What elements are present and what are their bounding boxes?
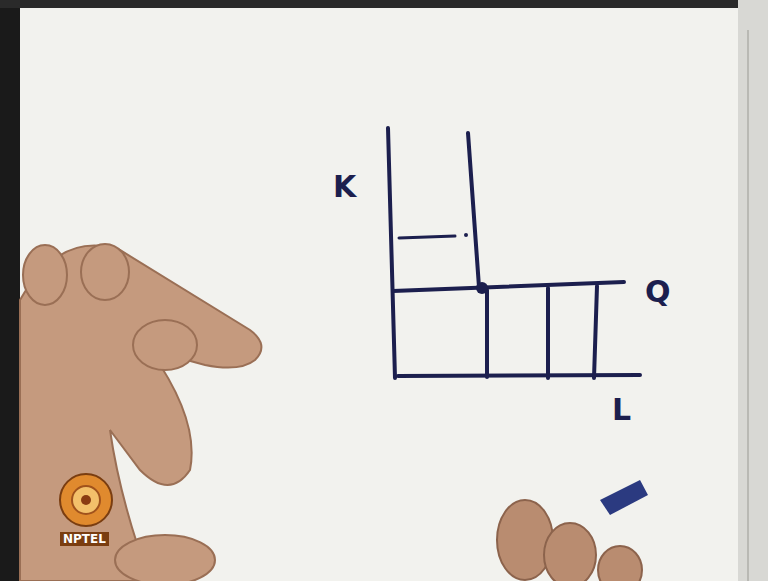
finger [497, 500, 553, 580]
logo-disc [60, 474, 112, 526]
dot-mark [464, 233, 468, 237]
l-axis [398, 375, 640, 376]
dark-edge [0, 0, 20, 581]
finger [598, 546, 642, 581]
nptel-logo [60, 474, 112, 526]
dash-mark [399, 236, 455, 238]
axis-label: K [333, 172, 356, 202]
pen [600, 480, 648, 515]
paper-edge [747, 30, 749, 581]
finger [23, 245, 67, 305]
dark-top-edge [0, 0, 768, 8]
isoquant-horizontal [393, 282, 624, 291]
drop-line [485, 290, 489, 377]
drop-line [546, 288, 550, 378]
logo-core [81, 495, 91, 505]
finger [544, 523, 596, 581]
finger [81, 244, 129, 300]
paper-stack [738, 0, 768, 581]
logo-inner [72, 486, 100, 514]
axis-label: Q [645, 277, 671, 307]
right-hand [497, 480, 648, 581]
axis-label: L [612, 395, 631, 425]
finger [133, 320, 197, 370]
thumb [115, 535, 215, 581]
logo-text: NPTEL [60, 532, 109, 546]
drop-line [594, 286, 597, 378]
graph-lines [388, 128, 640, 378]
k-axis [388, 128, 395, 378]
hand-palm [20, 246, 261, 581]
corner-point [476, 282, 488, 294]
isoquant-vertical [468, 133, 479, 287]
left-hand [20, 244, 261, 581]
